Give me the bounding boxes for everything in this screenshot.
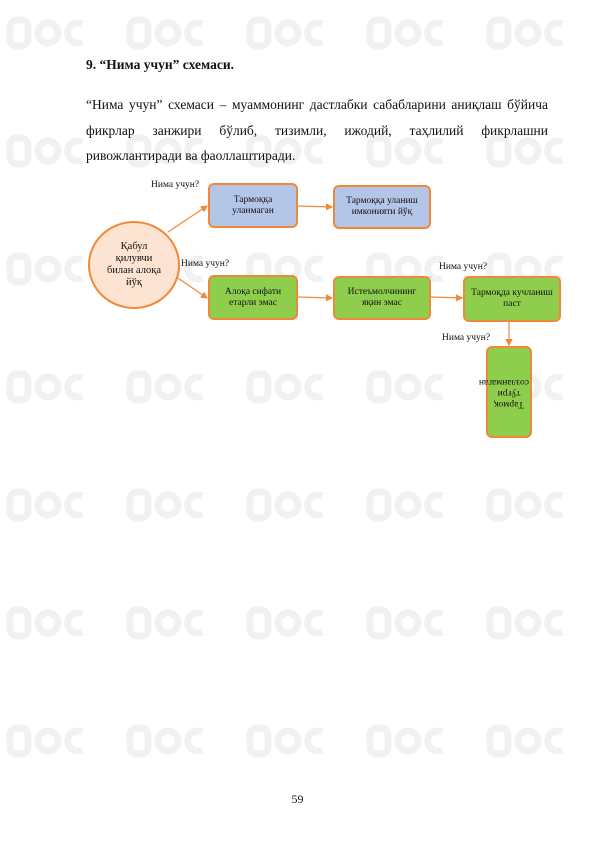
cause-box-no-connection-option: Тармоққа уланиш имконияти йўқ	[333, 185, 431, 229]
cause-label-misconfigured: Тармоқ тўғри созланмаган	[478, 376, 529, 409]
cause-label-no-connection-option: Тармоққа уланиш имконияти йўқ	[346, 196, 418, 217]
cause-box-consumer-far: Истеъмолчининг яқин эмас	[333, 276, 431, 320]
cause-label-poor-quality: Алоқа сифати етарли эмас	[224, 286, 282, 308]
why-label-1: Нима учун?	[151, 180, 200, 190]
why-label-2: Нима учун?	[181, 259, 230, 269]
cause-box-misconfigured: Тармоқ тўғри созланмаган	[478, 346, 532, 438]
section-heading: 9. “Нима учун” схемаси.	[86, 57, 234, 72]
why-label-3: Нима учун?	[439, 262, 488, 272]
arrow-b4-b5	[430, 294, 464, 302]
cause-label-low-voltage: Тармоқда кучланиш паст	[471, 288, 553, 309]
why-label-4: Нима учун?	[442, 333, 491, 343]
page-number: 59	[291, 792, 304, 806]
arrow-b1-b2	[297, 203, 334, 211]
arrow-b3-b4	[297, 294, 334, 302]
center-problem-circle: Қабул қилувчи билан алоқа йўқ	[88, 221, 180, 309]
cause-box-not-connected: Тармоққа уланмаган	[208, 183, 298, 228]
cause-box-low-voltage: Тармоқда кучланиш паст	[463, 276, 561, 322]
cause-label-not-connected: Тармоққа уланмаган	[232, 194, 274, 216]
description-paragraph: “Нима учун” схемаси – муаммонинг дастлаб…	[86, 97, 548, 163]
center-problem-label: Қабул қилувчи билан алоқа йўқ	[106, 241, 162, 288]
cause-label-consumer-far: Истеъмолчининг яқин эмас	[347, 287, 417, 308]
cause-box-poor-quality: Алоқа сифати етарли эмас	[208, 275, 298, 320]
arrow-center-b1	[167, 205, 208, 233]
